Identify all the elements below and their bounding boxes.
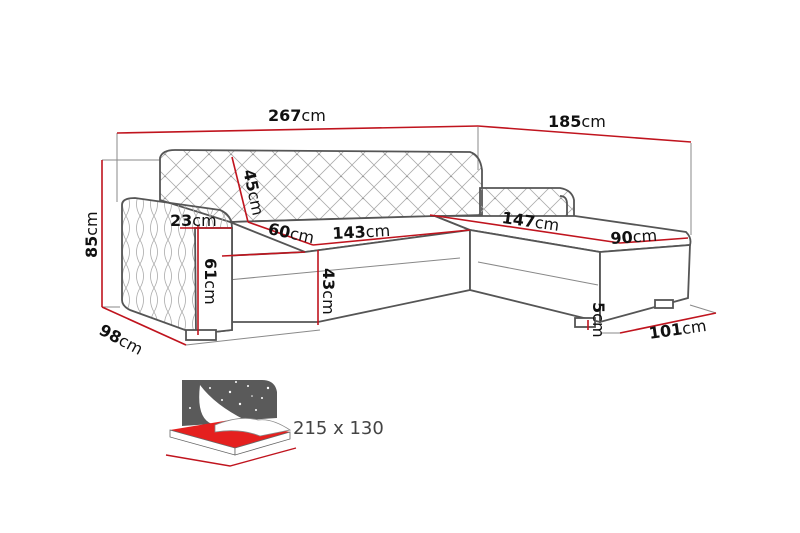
label-armrest-height: 61cm [201, 258, 220, 305]
sofa-outline [121, 149, 692, 341]
label-armrest-width: 23cm [170, 211, 217, 230]
dimension-lines [101, 125, 717, 346]
label-total-height: 85cm [82, 211, 101, 258]
label-chaise-width-top: 90cm [609, 225, 658, 248]
label-leg-height: 5cm [589, 302, 608, 338]
label-seat-width: 143cm [331, 220, 391, 243]
label-total-width: 267cm [268, 106, 326, 125]
bed-with-starry-night-icon [165, 380, 297, 467]
sleeping-area-size-label: 215 x 130 [293, 418, 384, 439]
label-seat-height: 43cm [319, 268, 338, 315]
label-chaise-length: 185cm [548, 112, 606, 131]
